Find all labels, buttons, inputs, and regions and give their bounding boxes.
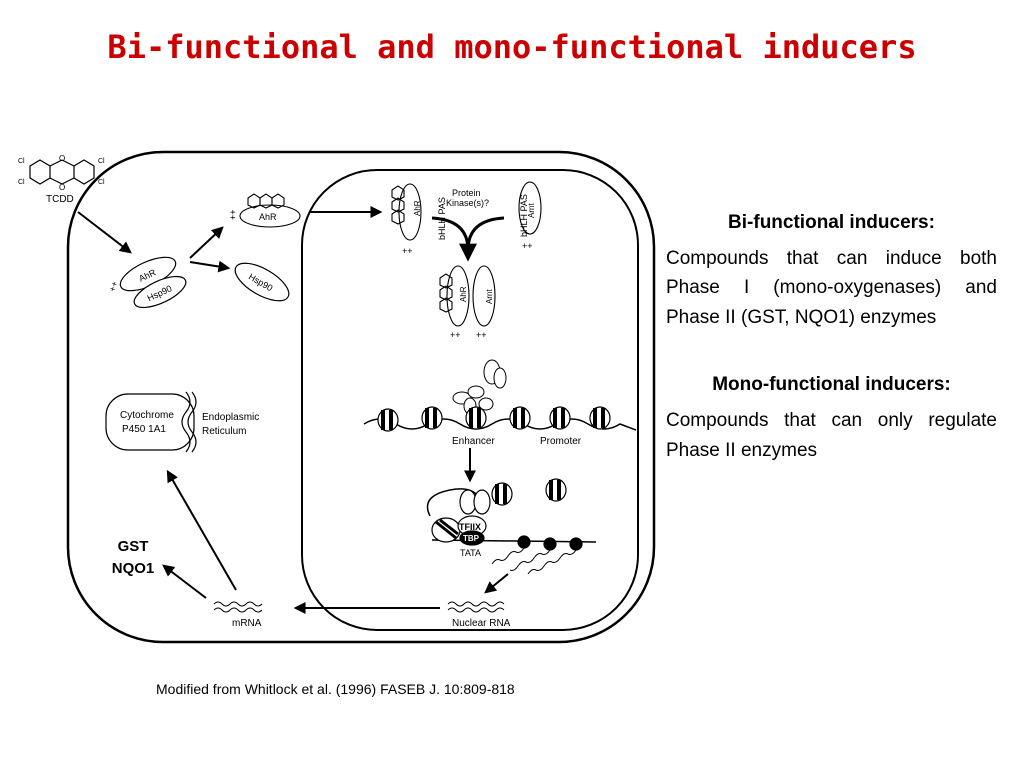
tfiid-label: TFIIX xyxy=(459,522,481,532)
dimer-plus-2: ++ xyxy=(476,330,487,340)
arnt-top xyxy=(518,181,542,235)
nucleus-outline xyxy=(301,169,639,631)
mono-functional-heading: Mono-functional inducers: xyxy=(712,374,951,396)
arrow-mrna-to-er xyxy=(166,469,237,591)
definitions-panel: Bi-functional inducers: Compounds that c… xyxy=(666,212,997,465)
nuclear-ahr xyxy=(391,183,422,241)
free-ahr-plus: ++ xyxy=(228,209,238,220)
er-line2: Reticulum xyxy=(202,426,246,437)
complex-plus: ++ xyxy=(107,280,120,293)
arrow-complex-to-hsp90 xyxy=(189,260,231,273)
tcdd-cl-2: Cl xyxy=(18,179,25,186)
dimer-plus-1: ++ xyxy=(450,330,461,340)
dimer-ahr-label: AhR xyxy=(459,286,468,302)
ahr-arnt-dimer xyxy=(439,265,496,327)
er-line1: Endoplasmic xyxy=(202,412,259,423)
cytochrome-box xyxy=(105,393,195,451)
bhlh-pas-right: bHLH PAS xyxy=(519,194,529,237)
free-hsp90 xyxy=(234,262,290,302)
tcdd-o-top: O xyxy=(59,154,65,163)
tata-label: TATA xyxy=(460,548,481,558)
tcdd-cl-4: Cl xyxy=(98,179,105,186)
citation-caption: Modified from Whitlock et al. (1996) FAS… xyxy=(156,681,515,697)
arrow-mrna-to-gst xyxy=(162,564,207,599)
arrow-complex-to-ahr xyxy=(189,226,224,259)
gst-label: GST xyxy=(117,538,149,555)
tcdd-structure xyxy=(29,159,95,185)
nuclear-ahr-plus: ++ xyxy=(402,246,413,256)
promoter-label: Promoter xyxy=(540,436,582,447)
enhancer-label: Enhancer xyxy=(452,436,495,447)
merge-arrow xyxy=(431,216,505,258)
nucleosomes xyxy=(377,406,611,432)
protein-kinase-line2: Kinase(s)? xyxy=(446,198,489,208)
tcdd-label: TCDD xyxy=(46,194,74,205)
cytochrome-line2: P450 1A1 xyxy=(122,424,166,435)
slide-title: Bi-functional and mono-functional induce… xyxy=(107,28,917,66)
arnt-top-label: Arnt xyxy=(527,203,536,218)
arrow-to-nuclear-rna xyxy=(484,573,509,594)
tbp-label: TBP xyxy=(463,534,480,543)
coactivator-cluster xyxy=(452,359,507,415)
tcdd-o-bottom: O xyxy=(59,183,65,192)
tcdd-cl-3: Cl xyxy=(98,158,105,165)
free-ahr-label: AhR xyxy=(259,212,277,222)
bi-functional-text: Compounds that can induce both Phase I (… xyxy=(666,248,997,328)
mrna-squiggle xyxy=(213,601,263,613)
cell-outline xyxy=(66,150,656,644)
ahr-pathway-diagram: O O Cl Cl Cl Cl TCDD AhR Hsp90 ++ AhR ++… xyxy=(18,150,656,644)
nuclear-rna-label: Nuclear RNA xyxy=(452,618,511,629)
ahr-hsp90-complex xyxy=(119,256,187,309)
nuclear-rna-squiggle xyxy=(447,601,505,613)
nqo1-label: NQO1 xyxy=(111,560,155,577)
protein-kinase-line1: Protein xyxy=(452,188,481,198)
rna-transcripts xyxy=(491,547,577,575)
gst-nqo1-label: GST NQO1 xyxy=(98,536,168,580)
arnt-top-plus: ++ xyxy=(522,241,533,251)
mrna-label: mRNA xyxy=(232,618,262,629)
bi-functional-heading: Bi-functional inducers: xyxy=(728,212,935,233)
transcription-complex xyxy=(431,478,583,551)
cytochrome-line1: Cytochrome xyxy=(120,410,174,421)
liganded-ahr xyxy=(239,193,301,228)
er-membrane xyxy=(181,391,197,453)
dimer-arnt-label: Arnt xyxy=(485,289,494,304)
tcdd-cl-1: Cl xyxy=(18,158,25,165)
mono-functional-text: Compounds that can only regulate Phase I… xyxy=(666,410,997,461)
arrow-tcdd-to-complex xyxy=(77,211,132,254)
nuclear-ahr-label: AhR xyxy=(413,200,422,216)
dna-strand xyxy=(363,418,637,431)
